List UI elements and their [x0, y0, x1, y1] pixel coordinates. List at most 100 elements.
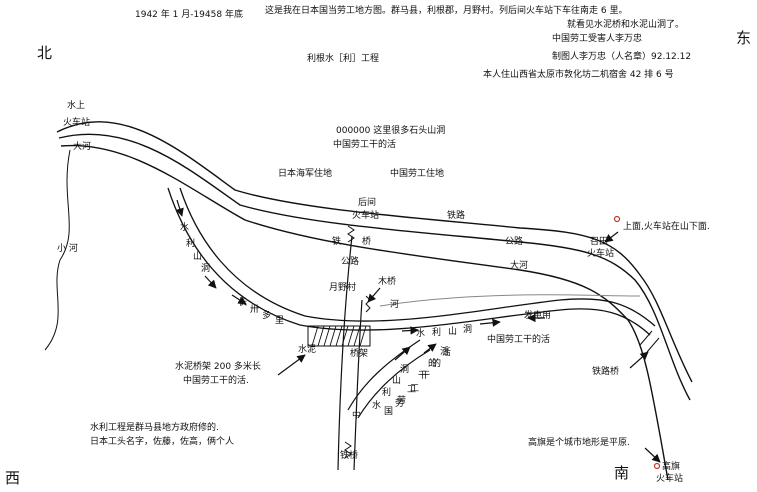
- canal-h-2: 多: [262, 309, 271, 321]
- canal-v-3: 洞: [201, 263, 210, 274]
- diag3-2: 劳: [397, 394, 406, 406]
- label-caves-work: 中国劳工干的活: [333, 138, 396, 150]
- diag2-1: 工: [407, 385, 416, 395]
- arrow-bridge: [277, 354, 306, 376]
- diag3-3: 工: [410, 384, 419, 394]
- label-gonglu-left: 公路: [341, 255, 359, 267]
- label-qiaojia: 桥架: [350, 347, 368, 359]
- label-tieluqiao: 铁路桥: [592, 365, 619, 377]
- dir-west: 西: [5, 469, 20, 487]
- diag1-2: 山: [392, 375, 401, 386]
- diag3-5: 的: [432, 357, 441, 369]
- diag2-3: 的: [428, 357, 437, 369]
- station-marker-gaoqi: [653, 462, 661, 470]
- branch-canal-1: [347, 339, 421, 411]
- river-line: [60, 144, 669, 481]
- label-dahe-right: 大河: [510, 259, 528, 271]
- power-river: [379, 294, 641, 307]
- arrow-canal-3: [231, 294, 247, 305]
- arrow-canal-5: [479, 318, 501, 327]
- label-huochezhan-top: 火车站: [63, 116, 90, 128]
- label-gaoqi-station: 火车站: [656, 472, 683, 484]
- label-yueyecun: 月野村: [329, 281, 356, 293]
- canal-mid-0: 水: [416, 327, 425, 339]
- header-line3: 中国劳工受害人李万忠: [552, 32, 642, 44]
- diag2-0: 劳: [395, 397, 404, 409]
- canal-h-0: 长: [238, 296, 247, 308]
- label-gaoqi-flat: 高旗是个城市地形是平原.: [528, 436, 630, 448]
- ns-road: [337, 235, 353, 471]
- diag3-0: 中: [352, 409, 361, 421]
- railway-line: [56, 121, 693, 383]
- header-project: 利根水［利］工程: [307, 52, 379, 64]
- arrow-gaoqi: [644, 447, 661, 463]
- road-hatch-bottom: [344, 441, 352, 459]
- canal-mid-2: 山: [448, 326, 457, 337]
- canal-v-1: 利: [186, 237, 195, 249]
- arrow-tieluqiao: [629, 351, 649, 369]
- header-line1: 这是我在日本国当劳工地方图。群马县，利根郡，月野村。列后间火车站下车往南走 6 …: [265, 4, 627, 16]
- label-muqiao: 木桥: [378, 275, 396, 287]
- diag3-1: 国: [384, 406, 393, 417]
- label-tieqiao: 铁桥: [340, 449, 358, 461]
- arrow-canal-2: [204, 275, 217, 289]
- canal-h-3: 里: [275, 315, 284, 326]
- dir-north: 北: [37, 44, 52, 62]
- label-fadianyong: 发电用: [524, 309, 551, 321]
- canal-v-0: 水: [180, 221, 189, 233]
- dir-east: 东: [736, 29, 751, 47]
- label-navy: 日本海军住地: [278, 167, 332, 179]
- cement-bridge: [307, 325, 371, 347]
- label-cement-bridge: 水泥桥架 200 多米长: [175, 360, 261, 372]
- label-houjian-station: 火车站: [352, 209, 379, 221]
- label-gaoqi: 高旗: [662, 460, 680, 472]
- branch-canal-2: [357, 349, 431, 419]
- canal-mid-3: 洞: [463, 324, 472, 335]
- diag2-4: 活: [440, 345, 449, 357]
- label-project-note2: 日本工头名字，佐藤，佐高，俩个人: [90, 435, 234, 447]
- diag1-1: 利: [382, 386, 391, 398]
- label-tielu-top: 铁路: [447, 209, 465, 221]
- rail-bridge-mark: [639, 330, 660, 353]
- label-xiaohe: 小 河: [57, 242, 78, 254]
- label-dahe-left: 大河: [73, 140, 91, 152]
- arrow-branch-1: [394, 346, 411, 361]
- label-zhaotian-station: 火车站: [587, 247, 614, 259]
- ns-road-2: [353, 299, 363, 471]
- label-gonglu-right: 公路: [505, 235, 523, 247]
- canal-v-2: 山: [193, 251, 202, 262]
- diag2-2: 干: [418, 370, 427, 381]
- label-he: 河: [390, 298, 399, 310]
- dir-south: 南: [614, 464, 629, 482]
- diag3-4: 干: [421, 370, 430, 381]
- header-line5: 本人住山西省太原市敦化坊二机宿舍 42 排 6 号: [483, 68, 674, 80]
- label-cement-bridge-work: 中国劳工干的活.: [183, 374, 249, 386]
- diag3-6: 活: [442, 346, 451, 358]
- label-bridge-qiao: 桥: [362, 235, 371, 247]
- road-hatch-top: [347, 225, 355, 243]
- cement-bridge-hatch: [311, 325, 367, 347]
- road-line: [58, 133, 691, 401]
- label-shuishang: 水上: [67, 99, 85, 111]
- label-zhaotian: 召田: [590, 236, 608, 247]
- label-laborer-work-mid: 中国劳工干的活: [487, 333, 550, 345]
- diag1-3: 洞: [400, 364, 409, 375]
- arrow-branch-2: [423, 343, 437, 354]
- label-houjian: 后间: [358, 196, 376, 208]
- canal-inner: [179, 187, 656, 327]
- canal-mid-1: 利: [432, 326, 441, 338]
- arrow-muqiao: [367, 287, 381, 303]
- label-project-note1: 水利工程是群马县地方政府修的.: [90, 421, 219, 433]
- header-line4: 制图人李万忠（人名章）92.12.12: [552, 50, 691, 62]
- arrow-canal-4: [401, 326, 419, 335]
- header-line2: 就看见水泥桥和水泥山洞了。: [567, 18, 684, 30]
- small-river: [44, 149, 71, 351]
- canal-h-1: 卅: [250, 304, 259, 315]
- label-laborer-camp: 中国劳工住地: [390, 167, 444, 179]
- label-shuini: 水泥: [298, 343, 316, 355]
- label-bridge-tie: 铁: [332, 235, 341, 247]
- arrow-shangmian: [604, 231, 619, 243]
- arrow-canal-1: [175, 199, 184, 217]
